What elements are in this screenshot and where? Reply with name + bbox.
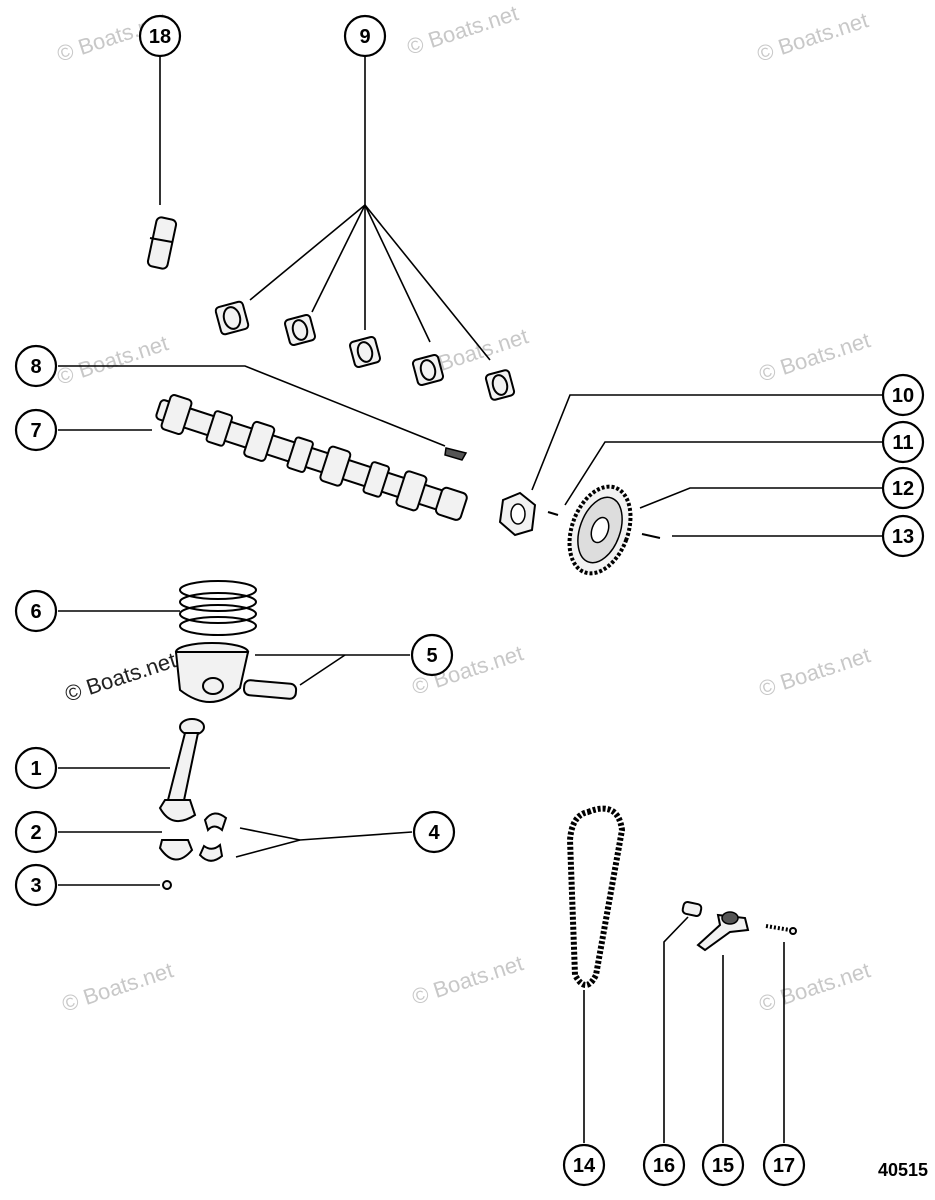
watermark: © Boats.net: [54, 330, 171, 389]
spring-pin: [765, 924, 797, 935]
timing-chain: [566, 805, 626, 988]
callout-18[interactable]: 18: [138, 14, 182, 58]
screw: [641, 533, 661, 539]
camshaft-key: [444, 447, 468, 461]
callout-11[interactable]: 11: [881, 420, 925, 464]
callout-label: 17: [773, 1155, 795, 1177]
callout-5[interactable]: 5: [410, 633, 454, 677]
callout-label: 6: [30, 601, 41, 623]
callout-label: 12: [892, 478, 914, 500]
watermark: © Boats.net: [409, 950, 526, 1009]
callout-13[interactable]: 13: [881, 514, 925, 558]
watermark: © Boats.net: [756, 642, 873, 701]
rocker-arm: [696, 911, 750, 952]
piston-rings: [179, 580, 257, 636]
callout-16[interactable]: 16: [642, 1143, 686, 1187]
callout-label: 11: [892, 432, 913, 454]
callout-9[interactable]: 9: [343, 14, 387, 58]
valve-lifter: [146, 216, 178, 270]
watermark: © Boats.net: [404, 0, 521, 59]
callout-label: 8: [30, 356, 41, 378]
callout-label: 1: [30, 758, 41, 780]
callout-label: 9: [359, 26, 370, 48]
callout-label: 5: [426, 645, 437, 667]
camshaft-sprocket: [567, 484, 633, 576]
callout-label: 13: [892, 526, 914, 548]
callout-15[interactable]: 15: [701, 1143, 745, 1187]
rod-bearings: [198, 812, 228, 862]
callout-label: 3: [30, 875, 41, 897]
callout-label: 10: [892, 385, 914, 407]
callout-7[interactable]: 7: [14, 408, 58, 452]
bushing: [681, 901, 703, 917]
watermark: © Boats.net: [754, 7, 871, 66]
watermark: © Boats.net: [59, 957, 176, 1016]
leader-lines: [58, 56, 882, 1143]
callout-label: 16: [653, 1155, 675, 1177]
figure-number: 40515: [878, 1160, 928, 1180]
callout-4[interactable]: 4: [412, 810, 456, 854]
callout-12[interactable]: 12: [881, 466, 925, 510]
watermark: © Boats.net: [62, 647, 179, 706]
rod-cap: [158, 839, 194, 861]
callout-14[interactable]: 14: [562, 1143, 606, 1187]
parts: [146, 216, 797, 988]
callout-3[interactable]: 3: [14, 863, 58, 907]
bolt: [547, 511, 559, 516]
camshaft: [155, 394, 468, 521]
nut: [162, 880, 172, 890]
callout-label: 7: [30, 420, 41, 442]
callout-label: 2: [30, 822, 41, 844]
cam-bearings: [214, 300, 516, 401]
watermark: © Boats.net: [756, 327, 873, 386]
callout-6[interactable]: 6: [14, 589, 58, 633]
thrust-plate: [498, 491, 537, 537]
callout-label: 4: [428, 822, 440, 844]
callout-label: 14: [573, 1155, 596, 1177]
connecting-rod: [158, 718, 205, 823]
piston: [174, 642, 250, 703]
watermark: © Boats.net: [756, 957, 873, 1016]
callout-1[interactable]: 1: [14, 746, 58, 790]
callout-8[interactable]: 8: [14, 344, 58, 388]
callouts: 18 9 8 7 10 11 12 13 6 5 1 2 4 3 14 16 1…: [14, 14, 925, 1187]
callout-2[interactable]: 2: [14, 810, 58, 854]
callout-10[interactable]: 10: [881, 373, 925, 417]
callout-label: 18: [149, 26, 171, 48]
callout-label: 15: [712, 1155, 734, 1177]
callout-17[interactable]: 17: [762, 1143, 806, 1187]
piston-pin: [242, 679, 298, 700]
